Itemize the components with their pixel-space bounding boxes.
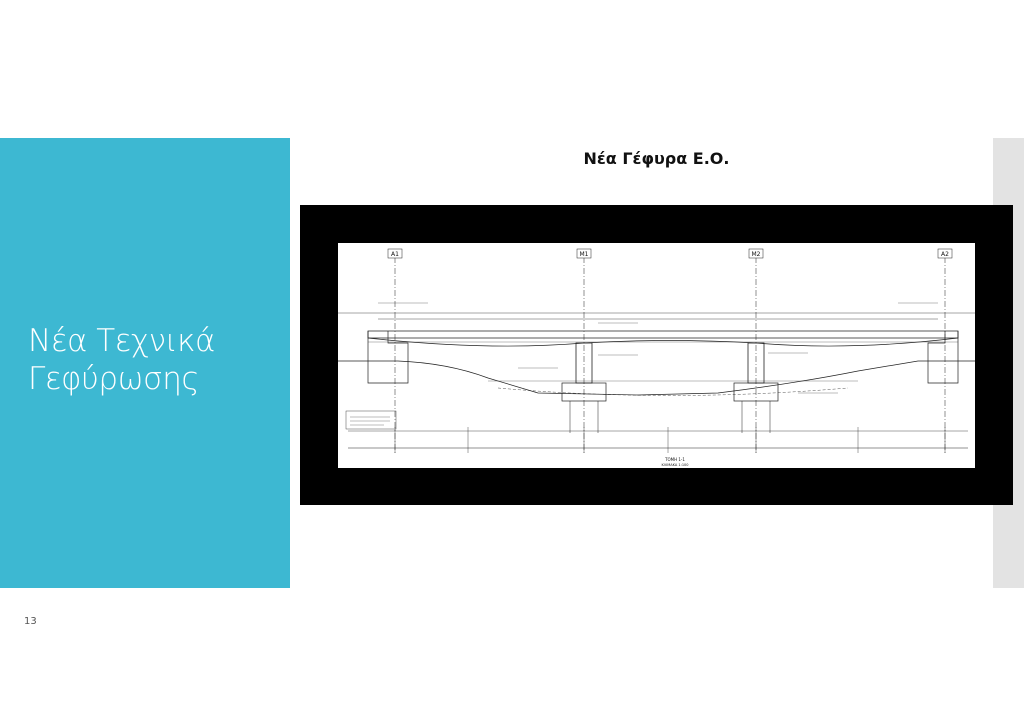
drawing-caption-2: ΚΛΙΜΑΚΑ 1:100 xyxy=(661,463,688,467)
axis-label-m2: M2 xyxy=(752,251,761,258)
axis-label-a1: A1 xyxy=(391,251,399,258)
section-title: Νέα Τεχνικά Γεφύρωσης xyxy=(28,323,215,397)
bridge-section-drawing: A1 M1 M2 A2 ΤΟΜΗ 1-1 ΚΛΙΜΑΚΑ 1:100 xyxy=(338,243,975,468)
drawing-title: Νέα Γέφυρα Ε.Ο. xyxy=(583,149,730,168)
drawing-caption-1: ΤΟΜΗ 1-1 xyxy=(664,457,685,462)
axis-label-a2: A2 xyxy=(941,251,949,258)
page-number: 13 xyxy=(24,616,37,627)
bridge-drawing-svg: A1 M1 M2 A2 ΤΟΜΗ 1-1 ΚΛΙΜΑΚΑ 1:100 xyxy=(338,248,975,467)
axis-label-m1: M1 xyxy=(580,251,589,258)
drawing-frame: A1 M1 M2 A2 ΤΟΜΗ 1-1 ΚΛΙΜΑΚΑ 1:100 xyxy=(300,205,1013,505)
side-panel: Νέα Τεχνικά Γεφύρωσης xyxy=(0,138,290,588)
